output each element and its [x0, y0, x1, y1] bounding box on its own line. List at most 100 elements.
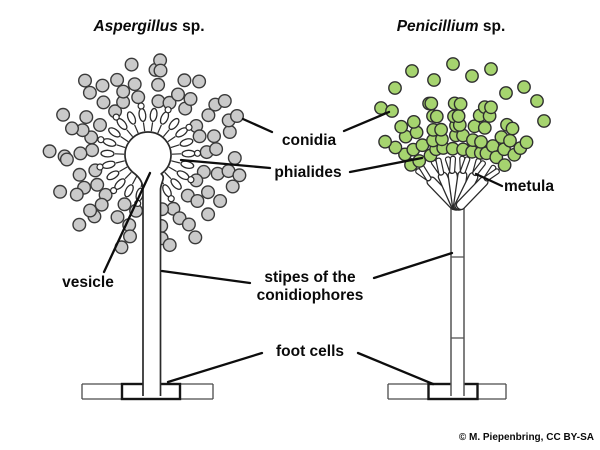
- conidium-green: [429, 109, 444, 124]
- phialide-neck: [112, 113, 120, 121]
- phialide-line: [131, 175, 138, 185]
- conidium-gray: [92, 117, 107, 132]
- phialide-line: [134, 124, 139, 134]
- leader-stipes-right: [372, 251, 454, 280]
- conidium-green: [497, 158, 512, 173]
- phialide: [472, 160, 487, 177]
- label-metula: metula: [504, 178, 554, 195]
- conidium-gray: [153, 63, 168, 78]
- conidium-gray: [42, 144, 57, 159]
- phialide-neck: [109, 187, 118, 195]
- leader-conidia-right: [342, 110, 391, 133]
- leader-foot-cells-right: [356, 351, 435, 386]
- conidium-green: [465, 69, 479, 83]
- conidium-gray: [201, 108, 216, 123]
- conidium-green: [434, 122, 448, 137]
- conidium-gray: [217, 93, 232, 108]
- conidium-green: [446, 57, 460, 71]
- conidium-gray: [177, 73, 192, 88]
- phialide-line: [119, 166, 128, 173]
- label-foot-cells: foot cells: [276, 343, 344, 360]
- phialide: [483, 168, 500, 182]
- phialide-line: [126, 129, 134, 137]
- conidium-green: [505, 121, 520, 136]
- conidium-gray: [116, 84, 131, 99]
- conidium-gray: [213, 193, 228, 208]
- phialide: [179, 138, 194, 147]
- title-aspergillus-genus: Aspergillus: [92, 18, 178, 35]
- title-penicillium: Penicillium sp.: [397, 18, 506, 35]
- conidium-gray: [82, 85, 97, 100]
- conidium-green: [474, 134, 488, 149]
- conidium-green: [453, 97, 468, 111]
- phialide-neck: [96, 163, 104, 171]
- conidium-gray: [95, 78, 110, 93]
- penicillium-structure: [374, 57, 551, 401]
- label-stipes-line2: conidiophores: [257, 287, 364, 304]
- conidium-gray: [209, 142, 224, 157]
- conidium-gray: [190, 193, 205, 208]
- conidium-gray: [122, 229, 137, 244]
- phialide: [149, 107, 158, 123]
- conidium-gray: [151, 77, 166, 92]
- conidium-green: [530, 94, 544, 108]
- conidium-green: [477, 121, 492, 135]
- conidium-gray: [200, 185, 215, 200]
- conidium-gray: [59, 152, 74, 167]
- leader-metula: [474, 172, 504, 188]
- phialide: [449, 155, 457, 174]
- leader-phialides-left: [179, 158, 272, 170]
- conidium-green: [484, 62, 498, 76]
- conidium-gray: [56, 107, 71, 122]
- conidium-green: [406, 115, 421, 129]
- conidium-green: [424, 96, 439, 111]
- phialide-line: [167, 136, 176, 143]
- phialide-neck: [97, 136, 105, 144]
- title-penicillium-genus: Penicillium: [397, 18, 479, 35]
- conidium-gray: [229, 108, 244, 123]
- conidium-gray: [96, 95, 111, 110]
- conidium-green: [427, 73, 441, 87]
- phialide-line: [170, 144, 180, 149]
- vesicle-and-stipe: [124, 131, 172, 396]
- phialide-neck: [187, 176, 195, 184]
- conidium-gray: [183, 91, 198, 106]
- phialide: [101, 160, 116, 170]
- phialide: [138, 107, 147, 123]
- conidium-gray: [225, 179, 240, 194]
- phialide: [106, 170, 120, 181]
- conidium-green: [517, 80, 531, 94]
- phialide: [168, 117, 180, 131]
- label-conidia: conidia: [282, 132, 337, 149]
- conidium-gray: [188, 230, 203, 245]
- conidium-gray: [117, 197, 132, 212]
- phialide-neck: [193, 149, 202, 157]
- conidium-gray: [85, 143, 100, 158]
- aspergillus-structure: [42, 53, 247, 401]
- leader-vesicle: [102, 171, 152, 274]
- conidium-gray: [69, 187, 84, 202]
- phialide-line: [157, 124, 162, 134]
- conidium-gray: [201, 207, 216, 222]
- conidium-green: [405, 64, 419, 78]
- phialide: [170, 178, 182, 190]
- phialide: [108, 127, 121, 138]
- conidium-gray: [227, 150, 242, 165]
- phialide-line: [116, 144, 126, 149]
- conidium-gray: [181, 217, 196, 232]
- conidium-gray: [64, 121, 79, 136]
- conidium-green: [378, 134, 392, 149]
- conidium-green: [519, 135, 534, 150]
- title-aspergillus: Aspergillus sp.: [92, 18, 204, 35]
- conidium-gray: [192, 74, 207, 89]
- phialide: [126, 111, 137, 125]
- leader-conidia-left: [241, 117, 274, 134]
- phialide-line: [150, 122, 154, 132]
- title-penicillium-suffix: sp.: [479, 18, 506, 35]
- conidium-gray: [127, 77, 142, 92]
- leader-foot-cells-left: [166, 351, 264, 384]
- title-aspergillus-suffix: sp.: [178, 18, 205, 35]
- phialide-line: [164, 171, 172, 180]
